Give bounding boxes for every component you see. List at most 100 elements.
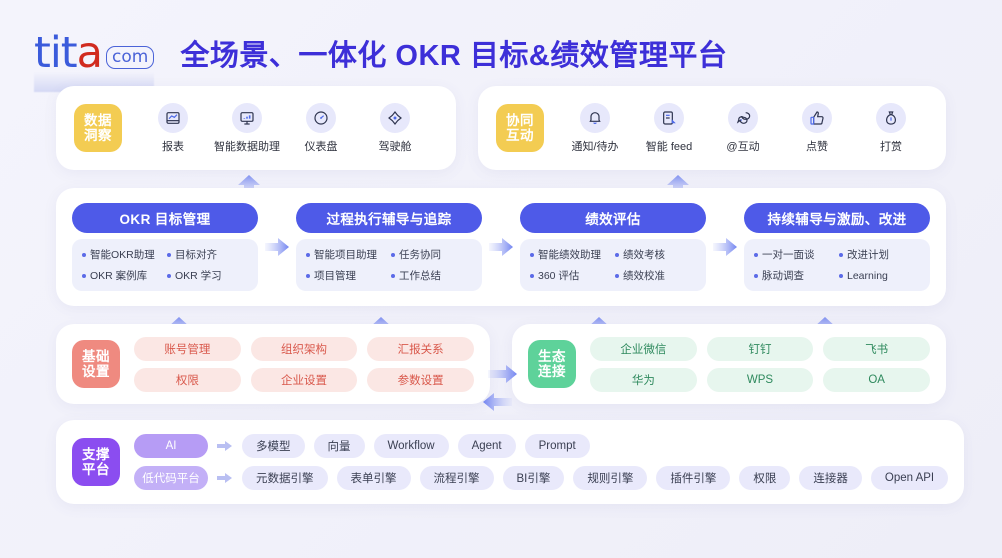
flow-card-performance-evaluation[interactable]: 绩效评估 智能绩效助理 绩效考核 360 评估 绩效校准 xyxy=(520,203,706,291)
icon-item-reward[interactable]: 打赏 xyxy=(854,102,928,154)
monitor-data-icon xyxy=(232,102,262,133)
flow-item: 360 评估 xyxy=(530,268,615,283)
platform-pill-agent[interactable]: Agent xyxy=(457,434,516,458)
icon-item-report[interactable]: 报表 xyxy=(136,102,210,154)
icon-item-notification[interactable]: 通知/待办 xyxy=(558,102,632,154)
platform-pill-form-engine[interactable]: 表单引擎 xyxy=(336,466,411,490)
icon-item-smart-data-assistant[interactable]: 智能数据助理 xyxy=(210,102,284,154)
flow-card-items: 智能OKR助理 目标对齐 OKR 案例库 OKR 学习 xyxy=(72,239,258,291)
icon-item-smart-feed[interactable]: 智能 feed xyxy=(632,102,706,154)
platform-row-lowcode: 低代码平台 元数据引擎 表单引擎 流程引擎 BI引擎 规则引擎 插件引擎 权限 … xyxy=(134,466,949,490)
basic-settings-pill-grid: 账号管理 组织架构 汇报关系 权限 企业设置 参数设置 xyxy=(134,336,474,392)
icon-item-label: 驾驶舱 xyxy=(378,140,412,153)
flow-card-title: OKR 目标管理 xyxy=(72,203,258,233)
page-title: 全场景、一体化 OKR 目标&绩效管理平台 xyxy=(180,40,728,72)
platform-pill-bi-engine[interactable]: BI引擎 xyxy=(502,466,565,490)
panel-ecosystem: 生态 连接 企业微信 钉钉 飞书 华为 WPS OA xyxy=(512,324,946,404)
right-arrow-connector xyxy=(486,237,516,257)
badge-line-2: 设置 xyxy=(82,364,110,379)
icon-item-dashboard[interactable]: 仪表盘 xyxy=(284,102,358,154)
flow-card-title: 过程执行辅导与追踪 xyxy=(296,203,482,233)
feed-document-icon xyxy=(654,102,684,133)
platform-pill-vector[interactable]: 向量 xyxy=(313,434,365,458)
platform-key-lowcode[interactable]: 低代码平台 xyxy=(134,466,208,490)
up-arrow-connector xyxy=(665,174,691,196)
report-chart-icon xyxy=(158,102,188,133)
reward-money-bag-icon xyxy=(876,102,906,133)
logo-text-primary: tit xyxy=(34,27,78,78)
pill-enterprise-settings[interactable]: 企业设置 xyxy=(250,367,358,392)
platform-pill-plugin-engine[interactable]: 插件引擎 xyxy=(656,466,731,490)
icon-item-label: 点赞 xyxy=(806,140,828,153)
flow-card-continuous-coaching[interactable]: 持续辅导与激励、改进 一对一面谈 改进计划 脉动调查 Learning xyxy=(744,203,930,291)
logo-text-accent: a xyxy=(76,27,103,78)
badge-collaboration: 协同 互动 xyxy=(496,104,544,152)
icon-item-like[interactable]: 点赞 xyxy=(780,102,854,154)
icon-item-at-interaction[interactable]: @互动 xyxy=(706,102,780,154)
icon-item-label: 仪表盘 xyxy=(304,140,338,153)
icon-item-label: 智能数据助理 xyxy=(214,140,280,153)
pill-permissions[interactable]: 权限 xyxy=(134,367,241,392)
left-arrow-connector xyxy=(480,390,516,414)
flow-card-title: 绩效评估 xyxy=(520,203,706,233)
icon-item-label: 智能 feed xyxy=(645,140,693,153)
pill-account-management[interactable]: 账号管理 xyxy=(134,336,241,361)
pill-feishu[interactable]: 飞书 xyxy=(823,336,930,361)
panel-okr-flow: OKR 目标管理 智能OKR助理 目标对齐 OKR 案例库 OKR 学习 过程执… xyxy=(56,188,946,306)
pill-huawei[interactable]: 华为 xyxy=(590,367,697,392)
flow-card-process-execution[interactable]: 过程执行辅导与追踪 智能项目助理 任务协同 项目管理 工作总结 xyxy=(296,203,482,291)
platform-row-ai: AI 多模型 向量 Workflow Agent Prompt xyxy=(134,434,948,458)
icon-item-label: 通知/待办 xyxy=(571,140,619,153)
flow-card-items: 智能绩效助理 绩效考核 360 评估 绩效校准 xyxy=(520,239,706,291)
platform-pill-open-api[interactable]: Open API xyxy=(870,466,949,490)
cockpit-navigation-icon xyxy=(380,102,410,133)
flow-item: 工作总结 xyxy=(391,268,476,283)
chat-bubbles-icon xyxy=(728,102,758,133)
flow-card-title: 持续辅导与激励、改进 xyxy=(744,203,930,233)
flow-item: 目标对齐 xyxy=(167,247,252,262)
platform-pill-connector[interactable]: 连接器 xyxy=(799,466,862,490)
badge-basic-settings: 基础 设置 xyxy=(72,340,120,388)
flow-item: 绩效考核 xyxy=(615,247,700,262)
flow-item: 一对一面谈 xyxy=(754,247,839,262)
right-arrow-connector xyxy=(217,472,233,484)
badge-line-1: 协同 xyxy=(506,112,534,128)
platform-pill-workflow[interactable]: Workflow xyxy=(373,434,449,458)
bell-icon xyxy=(580,102,610,133)
badge-line-2: 平台 xyxy=(82,462,110,477)
pill-wecom[interactable]: 企业微信 xyxy=(590,336,697,361)
platform-pill-metadata-engine[interactable]: 元数据引擎 xyxy=(242,466,328,490)
platform-pill-permissions[interactable]: 权限 xyxy=(739,466,791,490)
badge-support-platform: 支撑 平台 xyxy=(72,438,120,486)
right-arrow-connector xyxy=(262,237,292,257)
flow-item: OKR 案例库 xyxy=(82,268,167,283)
support-platform-row: 支撑 平台 AI 多模型 向量 Workflow Agent Prompt 低代… xyxy=(0,420,1002,504)
platform-key-ai[interactable]: AI xyxy=(134,434,208,458)
platform-pill-multi-model[interactable]: 多模型 xyxy=(242,434,305,458)
platform-pill-prompt[interactable]: Prompt xyxy=(524,434,590,458)
flow-card-okr-management[interactable]: OKR 目标管理 智能OKR助理 目标对齐 OKR 案例库 OKR 学习 xyxy=(72,203,258,291)
pill-reporting-relationship[interactable]: 汇报关系 xyxy=(367,336,474,361)
badge-line-2: 互动 xyxy=(506,128,534,143)
right-arrow-connector xyxy=(710,237,740,257)
badge-line-1: 数据 xyxy=(84,112,112,128)
pill-oa[interactable]: OA xyxy=(823,367,930,392)
flow-item: OKR 学习 xyxy=(167,268,252,283)
platform-pill-rule-engine[interactable]: 规则引擎 xyxy=(573,466,648,490)
icon-item-list: 通知/待办 智能 feed xyxy=(558,102,928,154)
pill-parameter-settings[interactable]: 参数设置 xyxy=(367,367,474,392)
flow-item: 任务协同 xyxy=(391,247,476,262)
badge-line-1: 支撑 xyxy=(82,446,110,462)
pill-dingtalk[interactable]: 钉钉 xyxy=(706,336,814,361)
icon-item-cockpit[interactable]: 驾驶舱 xyxy=(358,102,432,154)
pill-org-structure[interactable]: 组织架构 xyxy=(250,336,358,361)
flow-card-items: 一对一面谈 改进计划 脉动调查 Learning xyxy=(744,239,930,291)
icon-item-label: @互动 xyxy=(726,140,760,153)
pill-wps[interactable]: WPS xyxy=(706,367,814,392)
panel-collaboration: 协同 互动 通知/待办 xyxy=(478,86,946,170)
ecosystem-pill-grid: 企业微信 钉钉 飞书 华为 WPS OA xyxy=(590,336,930,392)
platform-pill-process-engine[interactable]: 流程引擎 xyxy=(419,466,494,490)
icon-item-label: 打赏 xyxy=(880,140,902,153)
page-header: tita com 全场景、一体化 OKR 目标&绩效管理平台 xyxy=(0,0,1002,92)
